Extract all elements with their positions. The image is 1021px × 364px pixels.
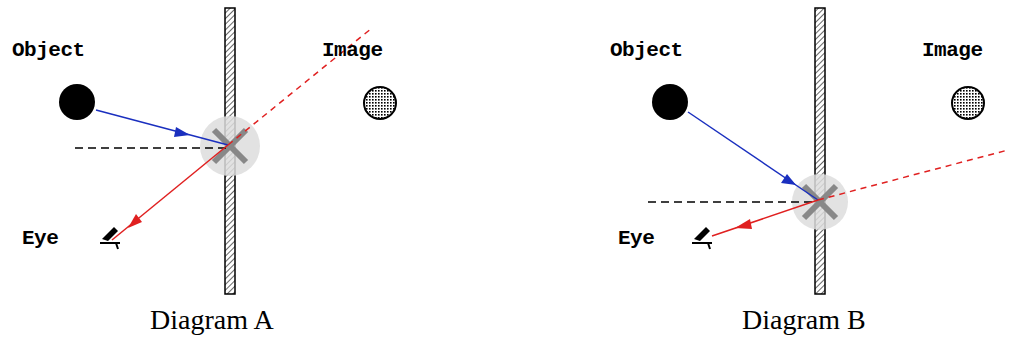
ray-arrowhead	[128, 214, 142, 228]
normal-line	[75, 147, 226, 149]
ray-arrowhead	[781, 174, 796, 185]
reflected-ray	[112, 145, 228, 240]
object-dot	[652, 84, 688, 120]
reflected-ray	[712, 200, 818, 236]
image-label: Image	[922, 40, 983, 61]
reflection-point-halo	[792, 174, 848, 230]
diagram-caption: Diagram B	[742, 306, 866, 334]
normal-line	[648, 201, 816, 203]
incident-ray	[688, 112, 818, 200]
image-dot	[952, 87, 984, 119]
image-label: Image	[322, 40, 383, 61]
object-label: Object	[610, 40, 683, 61]
eye-icon	[692, 227, 712, 249]
image-dot	[364, 87, 396, 119]
ray-arrowhead	[174, 127, 190, 137]
plane-mirror	[815, 8, 825, 294]
diagram-a-figure	[59, 8, 396, 294]
eye-icon	[100, 227, 120, 249]
incident-ray	[96, 110, 228, 145]
diagram-caption: Diagram A	[150, 306, 274, 334]
object-dot	[59, 84, 95, 120]
object-label: Object	[12, 40, 85, 61]
virtual-ray	[818, 150, 1008, 200]
ray-arrowhead	[735, 219, 752, 229]
eye-label: Eye	[22, 228, 58, 249]
eye-label: Eye	[618, 228, 654, 249]
diagram-b-figure	[648, 8, 1008, 294]
reflection-point-halo	[200, 116, 260, 176]
